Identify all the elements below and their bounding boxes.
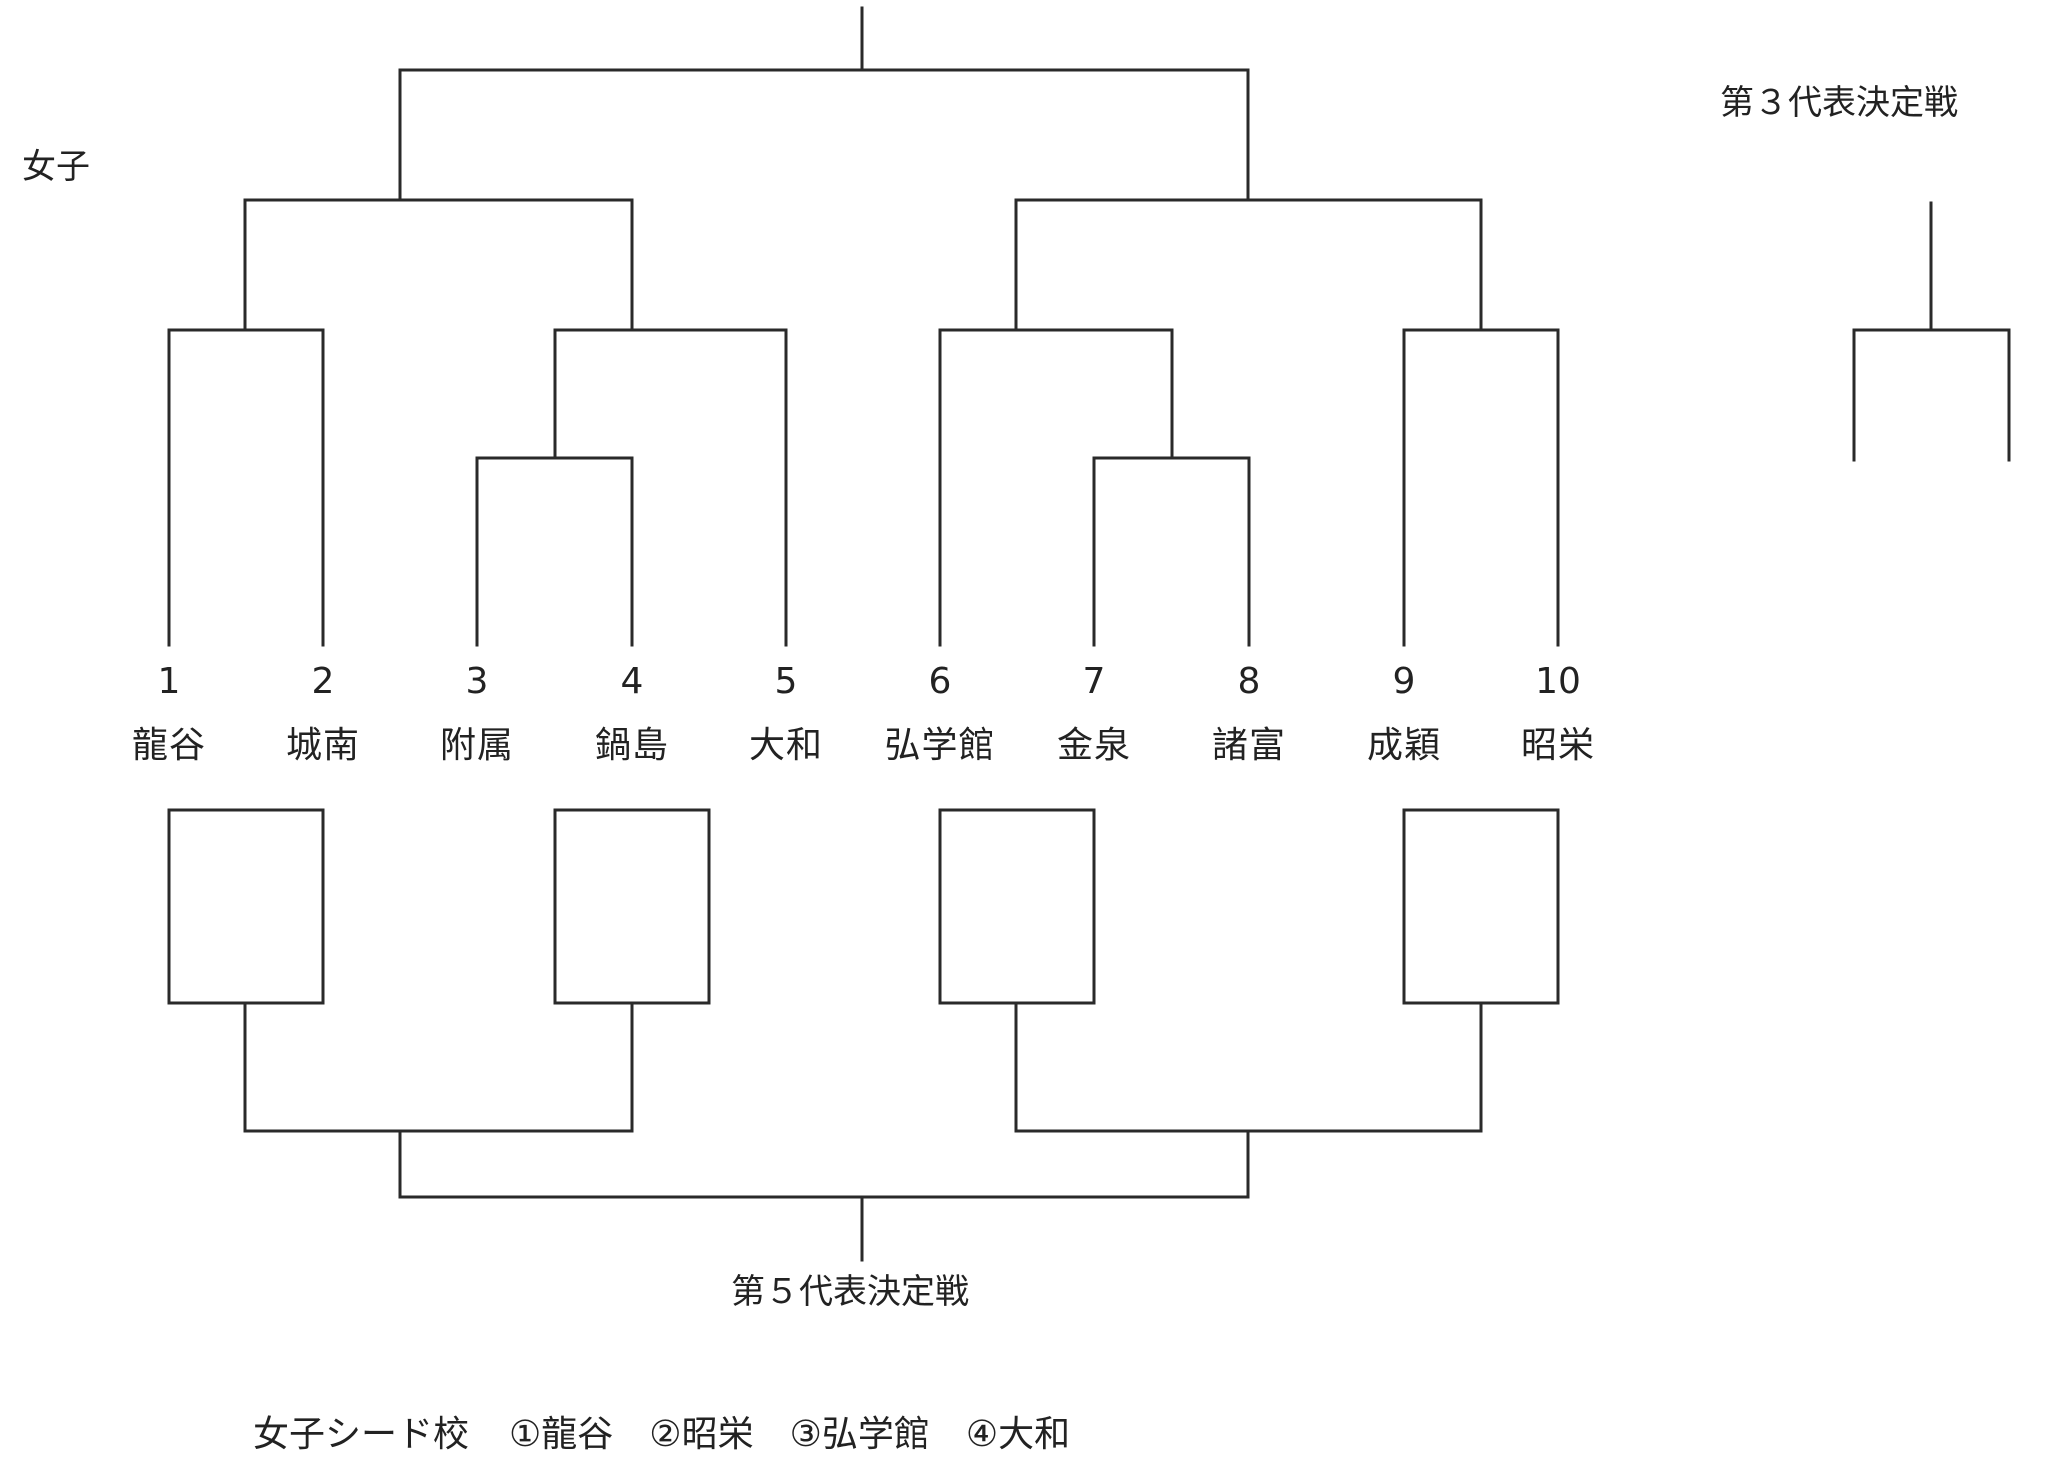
team-number: 8 bbox=[1237, 661, 1261, 702]
team-name: 大和 bbox=[748, 725, 824, 766]
fifth-rep-label: 第５代表決定戦 bbox=[731, 1272, 969, 1312]
team-name: 城南 bbox=[285, 725, 361, 766]
seed-item: ③弘学館 bbox=[789, 1414, 930, 1455]
team-number: 2 bbox=[311, 661, 335, 702]
team-number: 6 bbox=[928, 661, 952, 702]
main-bracket-lines bbox=[167, 6, 1560, 647]
team-name: 成穎 bbox=[1366, 725, 1442, 766]
section-label: 女子 bbox=[22, 147, 90, 187]
team-number: 9 bbox=[1392, 661, 1416, 702]
team-name: 昭栄 bbox=[1520, 725, 1596, 766]
team-name: 鍋島 bbox=[594, 725, 670, 766]
seed-list-label: 女子シード校 bbox=[253, 1414, 470, 1455]
third-rep-label: 第３代表決定戦 bbox=[1720, 83, 1958, 123]
team-number: 1 bbox=[157, 661, 181, 702]
loser-boxes bbox=[167, 808, 1560, 1005]
team-number: 4 bbox=[620, 661, 644, 702]
seed-item: ①龍谷 bbox=[509, 1414, 614, 1455]
fifth-rep-bracket-lines bbox=[243, 1001, 1483, 1262]
team-name: 附属 bbox=[439, 725, 515, 766]
third-rep-bracket-lines bbox=[1852, 201, 2011, 462]
team-name: 龍谷 bbox=[131, 725, 207, 766]
team-number: 10 bbox=[1535, 661, 1581, 702]
team-name: 諸富 bbox=[1211, 725, 1287, 766]
seed-item: ④大和 bbox=[965, 1414, 1071, 1455]
team-name: 金泉 bbox=[1056, 725, 1132, 766]
team-number: 5 bbox=[774, 661, 798, 702]
team-number: 3 bbox=[465, 661, 489, 702]
seed-item: ②昭栄 bbox=[649, 1414, 754, 1455]
seed-list: 女子シード校 ①龍谷 ②昭栄 ③弘学館 ④大和 bbox=[253, 1405, 1070, 1457]
team-name: 弘学館 bbox=[884, 725, 996, 766]
team-number: 7 bbox=[1082, 661, 1106, 702]
